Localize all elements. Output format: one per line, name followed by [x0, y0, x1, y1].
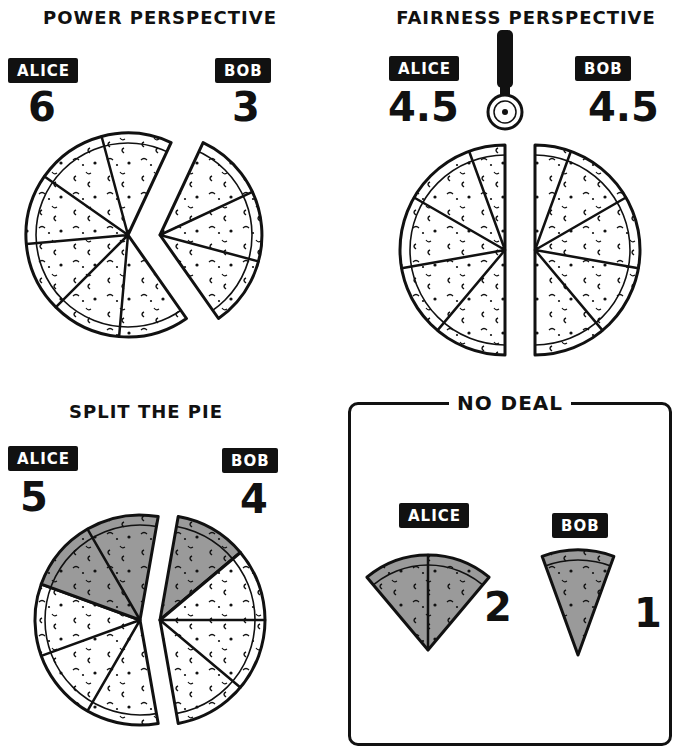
panel-title: FAIRNESS PERSPECTIVE: [396, 6, 656, 30]
slice-cuts: [160, 192, 259, 262]
badge-label: BOB: [224, 62, 263, 80]
score-number: 4: [240, 476, 268, 522]
cutter-wheel: [488, 95, 522, 129]
badge-label: ALICE: [408, 507, 461, 525]
name-badge: BOB: [222, 448, 278, 473]
power-pizza: [26, 133, 262, 337]
pizza-piece: [400, 145, 505, 355]
score-number: 1: [634, 590, 662, 636]
split-pizza: [35, 515, 265, 725]
panel-box: NO DEALALICEBOB: [348, 402, 672, 746]
cutter-handle: [497, 30, 513, 88]
name-badge: ALICE: [8, 446, 78, 471]
score-number: 4.5: [588, 84, 659, 130]
pizza-crust: [483, 560, 673, 750]
badge-label: ALICE: [17, 450, 70, 468]
pizza-cutter: [488, 30, 522, 129]
pizza-piece: [160, 143, 262, 319]
pizza-piece-grey: [542, 550, 614, 655]
score-number: 4.5: [388, 84, 459, 130]
pizza-piece-grey: [367, 555, 489, 650]
badge-label: BOB: [231, 452, 270, 470]
slice-cuts: [26, 137, 128, 337]
pizza-piece: [535, 145, 640, 355]
name-badge: ALICE: [8, 58, 78, 83]
name-badge: ALICE: [389, 56, 459, 81]
badge-label: ALICE: [17, 62, 70, 80]
panel-title: POWER PERSPECTIVE: [43, 6, 277, 30]
panel-title: SPLIT THE PIE: [69, 400, 223, 424]
slice-cuts: [535, 151, 638, 330]
badge-label: BOB: [584, 60, 623, 78]
score-number: 3: [232, 84, 260, 130]
cutter-hub: [502, 109, 508, 115]
badge-label: ALICE: [398, 60, 451, 78]
name-badge: BOB: [575, 56, 631, 81]
score-number: 2: [484, 584, 512, 630]
badge-label: BOB: [561, 517, 600, 535]
slice-cuts: [41, 529, 140, 711]
slice-cuts: [402, 151, 505, 330]
score-number: 6: [28, 84, 56, 130]
panel-heading: NO DEAL: [449, 390, 571, 416]
cutter-wheel-rim: [494, 101, 516, 123]
fairness-pizza: [400, 145, 640, 355]
name-badge: BOB: [215, 58, 271, 83]
slice-cuts: [160, 620, 265, 688]
pizza-piece: [160, 553, 265, 724]
slice-cuts: [427, 555, 430, 650]
score-number: 5: [20, 474, 48, 520]
no-deal-slices: [343, 550, 673, 750]
pizza-piece-grey: [41, 515, 158, 620]
name-badge: ALICE: [399, 503, 469, 528]
name-badge: BOB: [552, 513, 608, 538]
